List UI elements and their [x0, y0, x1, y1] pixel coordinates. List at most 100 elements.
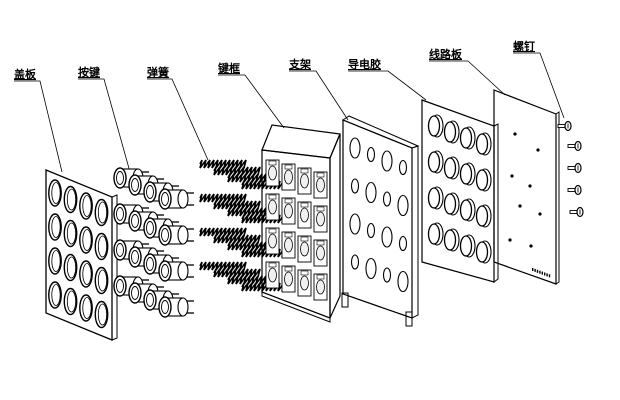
- bracket-hole: [397, 270, 409, 293]
- cover-hole: [79, 192, 93, 220]
- frame-socket-tab: [284, 164, 293, 170]
- board-pin: [541, 271, 543, 275]
- cover-hole: [94, 198, 109, 227]
- cover-hole-rim: [82, 297, 92, 319]
- frame-socket-tab: [300, 168, 309, 174]
- label-bracket: 支架: [288, 57, 311, 71]
- conductive-rubber: [421, 99, 499, 283]
- frame-socket-hole: [300, 207, 309, 223]
- cover-hole-rim: [66, 290, 77, 313]
- keycap-face-inner: [131, 214, 139, 228]
- frame-socket-hole: [268, 165, 277, 181]
- leader-lines: [14, 52, 565, 173]
- bracket-holes: [349, 137, 409, 293]
- cover-hole-rim: [66, 256, 77, 279]
- board-pin: [546, 273, 548, 277]
- keycap-face-inner: [146, 293, 154, 307]
- leader-conductive-rubber: [348, 70, 427, 101]
- bracket: [341, 115, 420, 327]
- frame-socket-tab: [300, 236, 309, 242]
- cover-hole-rim: [97, 303, 108, 326]
- frame-socket-tab: [300, 270, 309, 276]
- bracket-hole: [366, 222, 376, 239]
- keycap-face: [158, 296, 172, 318]
- bracket-hole: [350, 254, 360, 270]
- keycap-face: [113, 239, 127, 261]
- keycap: [158, 224, 194, 246]
- cover-hole: [48, 281, 62, 309]
- spring-coil: [241, 214, 289, 224]
- rubber-domes: [427, 114, 492, 264]
- cover-hole-rim: [66, 222, 77, 245]
- rubber-dome: [443, 121, 457, 143]
- bracket-hole: [381, 150, 393, 172]
- frame-socket-tab: [284, 198, 293, 204]
- frame-socket-hole: [300, 275, 309, 291]
- keycap-face: [143, 217, 157, 239]
- screw: [557, 120, 572, 132]
- frame-socket-hole: [284, 203, 293, 219]
- cover-hole-rim: [51, 250, 61, 272]
- cover-hole-rim: [97, 201, 108, 224]
- rubber-dome: [475, 169, 489, 191]
- keycap-face-inner: [116, 243, 124, 257]
- spring-coil: [241, 248, 289, 258]
- board-via: [513, 132, 517, 136]
- frame-socket-hole: [284, 169, 293, 185]
- keycap-face-inner: [131, 250, 139, 264]
- keycap-face: [143, 253, 157, 275]
- keycap-face-inner: [146, 185, 154, 199]
- cover-plate: [45, 169, 118, 341]
- board-via: [518, 204, 522, 208]
- keycap-face-inner: [131, 178, 139, 192]
- keycap-face: [158, 260, 172, 282]
- label-conductive-rubber: 导电胶: [348, 57, 381, 71]
- rubber-dome: [443, 193, 457, 215]
- cover-hole: [94, 300, 109, 329]
- label-circuit-board: 线路板: [429, 47, 463, 61]
- frame-socket-tab: [316, 274, 325, 280]
- frame-socket-hole: [316, 279, 325, 295]
- rubber-dome: [459, 199, 473, 221]
- keycap: [158, 260, 194, 282]
- keycap-back: [177, 225, 189, 245]
- board-via: [538, 212, 542, 216]
- frame-socket-hole: [268, 267, 277, 283]
- rubber-dome: [427, 151, 441, 173]
- cover-hole: [63, 185, 78, 214]
- frame-socket-tab: [268, 262, 277, 268]
- keycaps: [113, 167, 194, 318]
- cover-hole: [94, 266, 109, 295]
- board-vias: [508, 132, 542, 248]
- cover-hole: [48, 213, 62, 241]
- cover-hole-rim: [97, 269, 108, 292]
- keycap-back: [177, 189, 189, 209]
- keycap-face-inner: [161, 228, 169, 242]
- screw: [569, 206, 584, 218]
- cover-hole: [63, 219, 78, 248]
- spring-coil: [199, 193, 247, 203]
- cover-hole: [63, 287, 78, 316]
- screw: [567, 140, 582, 152]
- spring-coil: [213, 200, 261, 210]
- cover-hole-rim: [97, 235, 108, 258]
- rubber-dome: [443, 229, 457, 251]
- spring-coil: [213, 166, 261, 176]
- board-via: [508, 238, 512, 242]
- bracket-hole: [382, 191, 392, 207]
- keycap-face-inner: [161, 192, 169, 206]
- cover-hole-rim: [82, 195, 92, 217]
- keycap-face-inner: [146, 221, 154, 235]
- cover-hole: [63, 253, 78, 282]
- frame-socket-tab: [284, 232, 293, 238]
- frame-socket-hole: [268, 199, 277, 215]
- keycap-back: [177, 261, 189, 281]
- keycap-face-inner: [116, 279, 124, 293]
- cover-hole: [79, 226, 93, 254]
- leader-key-frame: [218, 74, 285, 129]
- label-spring: 弹簧: [147, 65, 169, 79]
- screw: [567, 162, 582, 174]
- frame-socket-hole: [300, 241, 309, 257]
- cover-hole-rim: [51, 216, 61, 238]
